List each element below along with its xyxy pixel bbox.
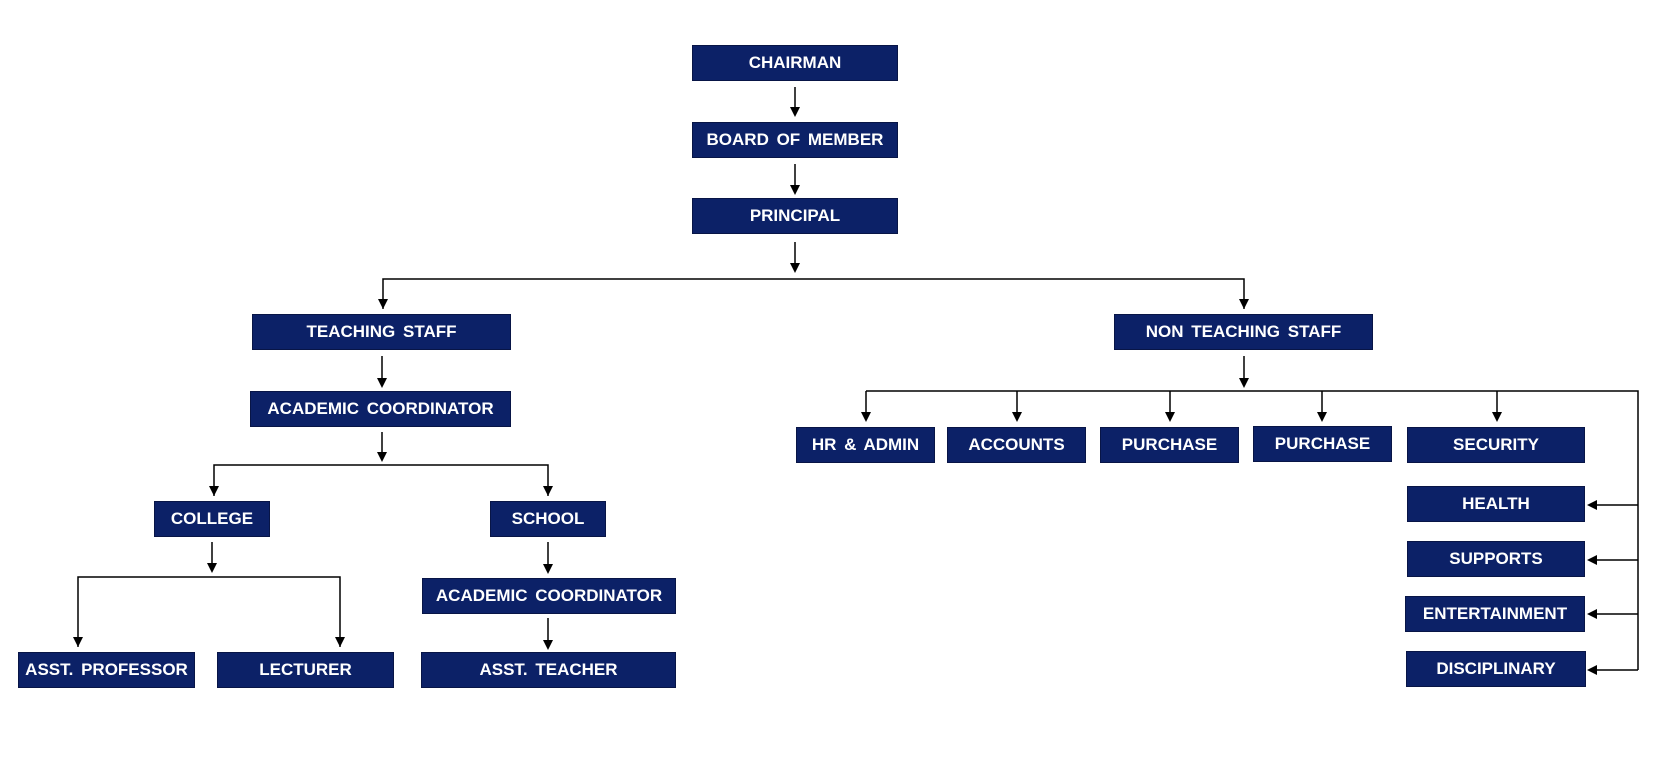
arrowhead-teaching-staff: [378, 299, 388, 309]
arrow-principal-bus-arrowhead: [790, 263, 800, 273]
node-teaching-staff: TEACHING STAFF: [252, 314, 511, 350]
node-hr-admin: HR & ADMIN: [796, 427, 935, 463]
node-asst-teacher: ASST. TEACHER: [421, 652, 676, 688]
node-supports: SUPPORTS: [1407, 541, 1585, 577]
node-non-teaching-staff: NON TEACHING STAFF: [1114, 314, 1373, 350]
arrowhead-asst-professor: [73, 637, 83, 647]
arrowhead-lecturer: [335, 637, 345, 647]
arrowhead-purchase-1: [1165, 412, 1175, 422]
node-board-of-member: BOARD OF MEMBER: [692, 122, 898, 158]
arrowhead-supports: [1587, 555, 1597, 565]
arrowhead-security: [1492, 412, 1502, 422]
node-school-academic-coordinator: ACADEMIC COORDINATOR: [422, 578, 676, 614]
arrowhead-disciplinary: [1587, 665, 1597, 675]
node-lecturer: LECTURER: [217, 652, 394, 688]
arrow-board-principal-arrowhead: [790, 185, 800, 195]
arrowhead-purchase-2: [1317, 412, 1327, 422]
arrowhead-college: [209, 486, 219, 496]
bus-college-school: [213, 464, 549, 496]
node-school: SCHOOL: [490, 501, 606, 537]
arrow-coordinator-teacher-arrowhead: [543, 640, 553, 650]
arrow-school-coordinator-arrowhead: [543, 564, 553, 574]
node-purchase-1: PURCHASE: [1100, 427, 1239, 463]
arrowhead-entertainment: [1587, 609, 1597, 619]
arrow-academic-bus-arrowhead: [377, 452, 387, 462]
node-disciplinary: DISCIPLINARY: [1406, 651, 1586, 687]
arrowhead-non-teaching-staff: [1239, 299, 1249, 309]
node-security: SECURITY: [1407, 427, 1585, 463]
node-purchase-2: PURCHASE: [1253, 426, 1392, 462]
arrowhead-accounts: [1012, 412, 1022, 422]
arrow-nonteaching-bus-arrowhead: [1239, 378, 1249, 388]
bus-principal-staff: [382, 278, 1245, 309]
node-chairman: CHAIRMAN: [692, 45, 898, 81]
bus-professor-lecturer: [77, 576, 341, 647]
arrowhead-health: [1587, 500, 1597, 510]
bus-non-teaching-departments: [866, 390, 1639, 670]
node-accounts: ACCOUNTS: [947, 427, 1086, 463]
node-principal: PRINCIPAL: [692, 198, 898, 234]
node-college: COLLEGE: [154, 501, 270, 537]
arrow-college-bus-arrowhead: [207, 563, 217, 573]
node-academic-coordinator: ACADEMIC COORDINATOR: [250, 391, 511, 427]
node-entertainment: ENTERTAINMENT: [1405, 596, 1585, 632]
arrowhead-hr-admin: [861, 412, 871, 422]
arrow-chairman-board-arrowhead: [790, 107, 800, 117]
node-health: HEALTH: [1407, 486, 1585, 522]
node-asst-professor: ASST. PROFESSOR: [18, 652, 195, 688]
arrow-teaching-academic-arrowhead: [377, 378, 387, 388]
arrowhead-school: [543, 486, 553, 496]
